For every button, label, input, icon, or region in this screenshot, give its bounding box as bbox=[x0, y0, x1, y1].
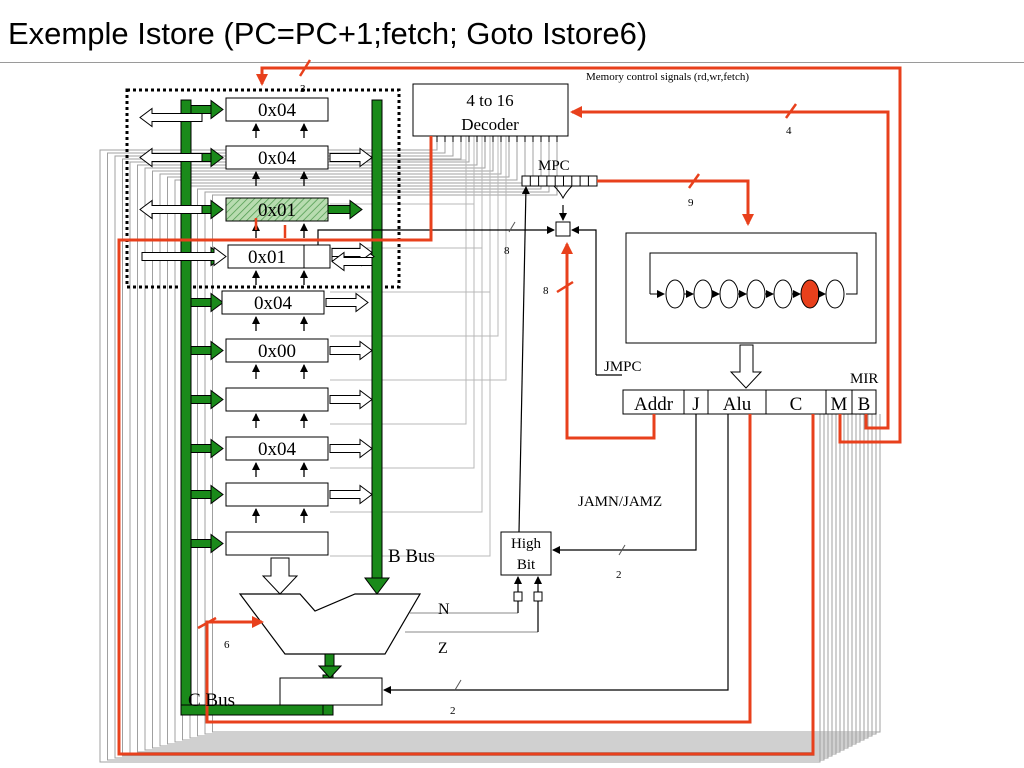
diagram-labels: Memory control signals (rd,wr,fetch) 4 t… bbox=[188, 71, 878, 717]
page-title: Exemple Istore (PC=PC+1;fetch; Goto Isto… bbox=[8, 16, 648, 51]
register-5: 0x00 bbox=[190, 338, 373, 379]
width-memory: 3 bbox=[300, 83, 306, 95]
register-value-4: 0x04 bbox=[254, 293, 293, 314]
bus-width-ticks bbox=[197, 59, 798, 630]
register-6 bbox=[190, 387, 373, 428]
register-value-7: 0x04 bbox=[258, 439, 297, 460]
svg-text:B: B bbox=[858, 394, 871, 415]
register-4: 0x04 bbox=[190, 290, 369, 331]
decoder-label-line2: Decoder bbox=[461, 115, 519, 134]
mpc-register bbox=[521, 175, 598, 187]
register-0: 0x04 bbox=[139, 97, 329, 138]
h-to-alu-arrow bbox=[261, 557, 299, 595]
c-bus-label: C Bus bbox=[188, 690, 235, 711]
mir-field-addr: Addr bbox=[622, 389, 685, 415]
alu bbox=[238, 593, 422, 655]
jmpc-label: JMPC bbox=[604, 359, 642, 375]
register-9 bbox=[190, 531, 329, 556]
shifter bbox=[279, 677, 383, 706]
register-7: 0x04 bbox=[190, 436, 373, 477]
register-value-2: 0x01 bbox=[258, 200, 296, 221]
width-mpc-out: 9 bbox=[688, 197, 694, 209]
mir-field-j: J bbox=[683, 389, 709, 415]
active-control-paths bbox=[117, 66, 902, 756]
n-flag-label: N bbox=[438, 601, 450, 618]
svg-text:M: M bbox=[831, 394, 848, 415]
jamn-jamz-label: JAMN/JAMZ bbox=[578, 494, 662, 510]
svg-text:Alu: Alu bbox=[723, 394, 752, 415]
mir-field-m: M bbox=[825, 389, 853, 415]
mir-label: MIR bbox=[850, 371, 878, 387]
z-flag-label: Z bbox=[438, 640, 448, 657]
z-flipflop bbox=[533, 591, 543, 602]
store-to-mir-arrow bbox=[729, 344, 763, 389]
width-alu: 6 bbox=[224, 639, 230, 651]
high-bit-label-line1: High bbox=[511, 536, 542, 552]
register-value-3: 0x01 bbox=[248, 247, 286, 268]
width-addr: 8 bbox=[504, 245, 510, 257]
register-value-0: 0x04 bbox=[258, 100, 297, 121]
width-mpc-in: 8 bbox=[543, 285, 549, 297]
title-rule bbox=[0, 62, 1024, 63]
memory-signals-label: Memory control signals (rd,wr,fetch) bbox=[586, 71, 749, 83]
width-shifter: 2 bbox=[450, 705, 456, 717]
register-1: 0x04 bbox=[139, 145, 373, 186]
register-2: 0x01 bbox=[139, 197, 363, 238]
high-bit-label-line2: Bit bbox=[517, 557, 536, 573]
width-high-bit: 2 bbox=[616, 569, 622, 581]
svg-text:J: J bbox=[692, 394, 699, 415]
svg-text:C: C bbox=[790, 394, 803, 415]
svg-text:Addr: Addr bbox=[634, 394, 674, 415]
register-value-1: 0x04 bbox=[258, 148, 297, 169]
alu-to-shifter-arrow bbox=[317, 653, 343, 679]
mpc-funnel bbox=[553, 185, 573, 200]
decoder-label-line1: 4 to 16 bbox=[466, 91, 513, 110]
width-decoder: 4 bbox=[786, 125, 792, 137]
register-value-5: 0x00 bbox=[258, 341, 296, 362]
mir-field-alu: Alu bbox=[707, 389, 767, 415]
register-8 bbox=[190, 482, 373, 523]
bus-width-ticks-thin bbox=[454, 221, 626, 691]
decoder-output-pins bbox=[436, 136, 558, 142]
mir-field-b: B bbox=[851, 389, 877, 415]
n-flipflop bbox=[513, 591, 523, 602]
register-3: 0x01 bbox=[141, 242, 375, 285]
b-bus-label: B Bus bbox=[388, 546, 435, 567]
b-bus bbox=[364, 99, 390, 595]
mpc-label: MPC bbox=[538, 158, 570, 174]
mir-field-c: C bbox=[765, 389, 827, 415]
register-stack: 0x04 0x04 0x01 0x01 0x04 0x00 0x04 bbox=[139, 97, 375, 556]
microprogram-sequence bbox=[649, 252, 858, 309]
decoder bbox=[412, 83, 569, 137]
high-bit-box bbox=[500, 531, 552, 576]
o-box bbox=[555, 221, 571, 237]
